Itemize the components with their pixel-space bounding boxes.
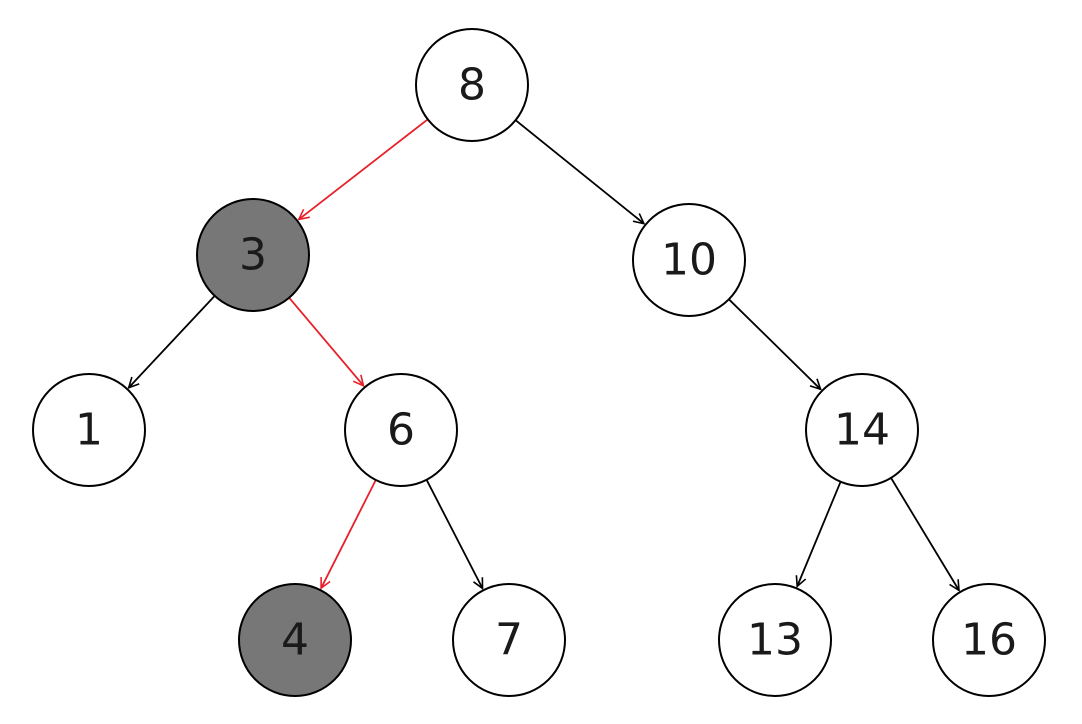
tree-node-4: 4: [238, 583, 352, 697]
tree-node-14: 14: [805, 373, 919, 487]
tree-node-10: 10: [632, 203, 746, 317]
edge-3-to-1: [129, 295, 216, 388]
edge-10-to-14: [728, 298, 821, 389]
node-label: 3: [239, 230, 267, 281]
node-label: 1: [75, 405, 103, 456]
edge-8-to-3-highlighted: [299, 118, 429, 219]
tree-node-16: 16: [932, 583, 1046, 697]
node-label: 7: [495, 615, 523, 666]
node-circle: [632, 203, 746, 317]
node-circle: [415, 28, 529, 142]
edge-6-to-4-highlighted: [321, 479, 377, 588]
node-label: 14: [834, 405, 890, 456]
tree-node-1: 1: [32, 373, 146, 487]
node-label: 10: [661, 235, 717, 286]
node-circle: [932, 583, 1046, 697]
tree-node-8: 8: [415, 28, 529, 142]
tree-node-7: 7: [452, 583, 566, 697]
tree-node-3: 3: [196, 198, 310, 312]
node-label: 4: [281, 615, 309, 666]
tree-edges: [129, 118, 959, 591]
node-label: 13: [747, 615, 803, 666]
node-circle-highlighted: [196, 198, 310, 312]
node-circle: [805, 373, 919, 487]
tree-node-6: 6: [344, 373, 458, 487]
node-label: 8: [458, 60, 486, 111]
edge-14-to-16: [890, 477, 959, 591]
node-circle: [718, 583, 832, 697]
node-label: 6: [387, 405, 415, 456]
edge-6-to-7: [425, 479, 483, 589]
node-circle: [452, 583, 566, 697]
edge-14-to-13: [797, 481, 842, 587]
node-circle: [344, 373, 458, 487]
tree-node-13: 13: [718, 583, 832, 697]
node-label: 16: [961, 615, 1017, 666]
edge-8-to-10: [515, 119, 644, 223]
node-circle-highlighted: [238, 583, 352, 697]
edge-3-to-6-highlighted: [288, 297, 363, 386]
node-circle: [32, 373, 146, 487]
